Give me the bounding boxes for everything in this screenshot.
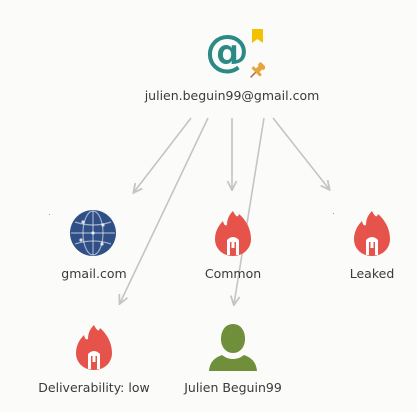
person-icon (209, 324, 257, 371)
root-email-node[interactable]: @ (207, 28, 265, 80)
background-speck (333, 213, 334, 214)
flame-icon (215, 211, 251, 256)
domain-node[interactable] (69, 209, 117, 257)
leaked-label[interactable]: Leaked (349, 266, 395, 281)
edge-root-to-person (234, 117, 265, 304)
flame-icon (76, 325, 112, 370)
globe-icon (70, 210, 116, 256)
root-email-label[interactable]: julien.beguin99@gmail.com (144, 88, 320, 103)
pin-icon (250, 62, 265, 78)
leaked-node[interactable] (352, 209, 392, 257)
person-label[interactable]: Julien Beguin99 (184, 380, 282, 395)
domain-label[interactable]: gmail.com (61, 266, 127, 281)
background-speck (49, 214, 50, 215)
svg-text:@: @ (207, 28, 249, 77)
edge-root-to-leaked (272, 117, 329, 189)
common-node[interactable] (213, 209, 253, 257)
flame-icon (354, 211, 390, 256)
at-sign-icon: @ (207, 28, 249, 77)
bookmark-icon (252, 29, 263, 43)
deliverability-node[interactable] (74, 323, 114, 371)
person-node[interactable] (208, 322, 258, 372)
edge-root-to-deliverability (120, 117, 209, 303)
deliverability-label[interactable]: Deliverability: low (38, 380, 150, 395)
common-label[interactable]: Common (204, 266, 262, 281)
edge-root-to-domain (134, 117, 192, 192)
